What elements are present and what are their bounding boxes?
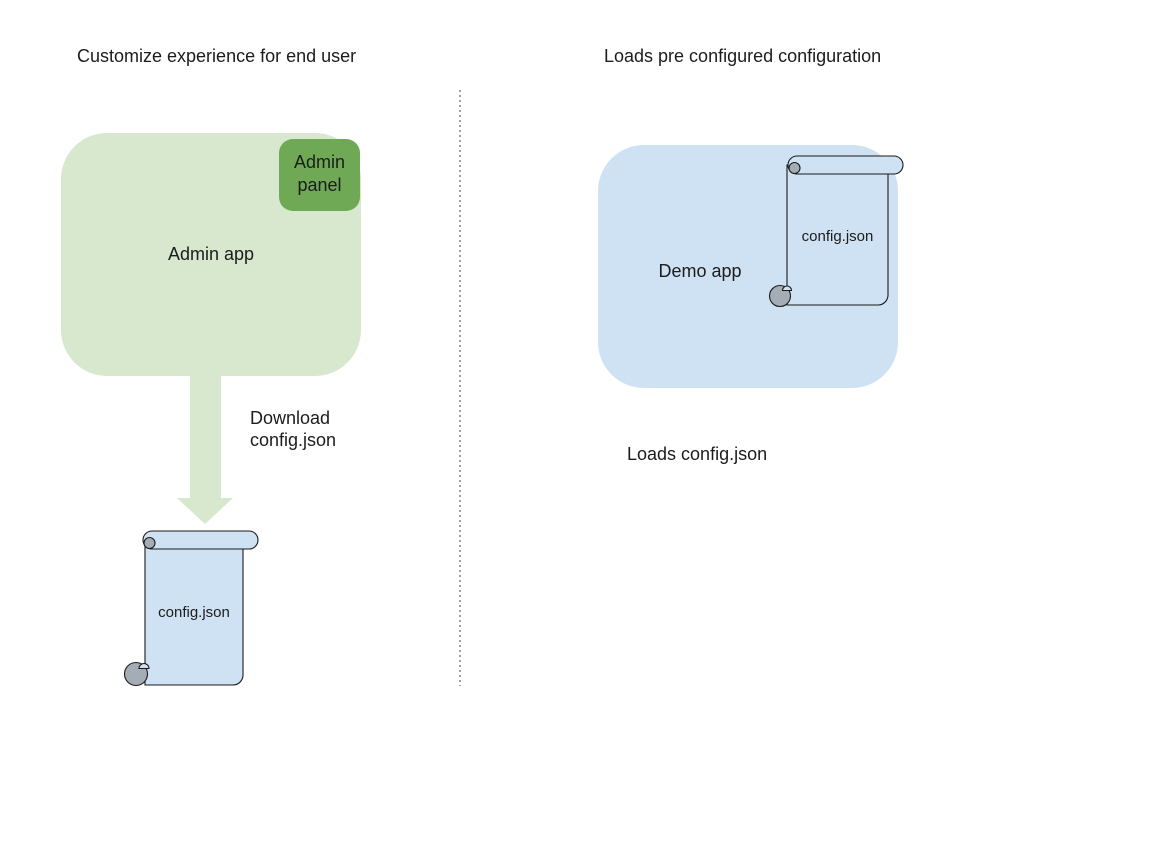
admin-panel-box bbox=[279, 139, 360, 211]
download-arrow-icon bbox=[177, 374, 233, 524]
admin-app-label: Admin app bbox=[167, 244, 255, 264]
admin-panel-label: Admin panel bbox=[293, 152, 346, 195]
download-arrow-label: Download config.json bbox=[250, 408, 337, 450]
section-divider-dotted-line bbox=[459, 90, 461, 686]
loads-config-caption: Loads config.json bbox=[627, 444, 768, 464]
config-file-label: config.json bbox=[801, 228, 874, 245]
right-section-title: Loads pre configured configuration bbox=[604, 46, 882, 66]
demo-app-label: Demo app bbox=[658, 261, 742, 281]
config-file-label: config.json bbox=[158, 604, 230, 621]
config-file-scroll-icon bbox=[768, 155, 904, 308]
left-section-title: Customize experience for end user bbox=[77, 46, 357, 66]
config-file-scroll-icon bbox=[123, 530, 259, 687]
